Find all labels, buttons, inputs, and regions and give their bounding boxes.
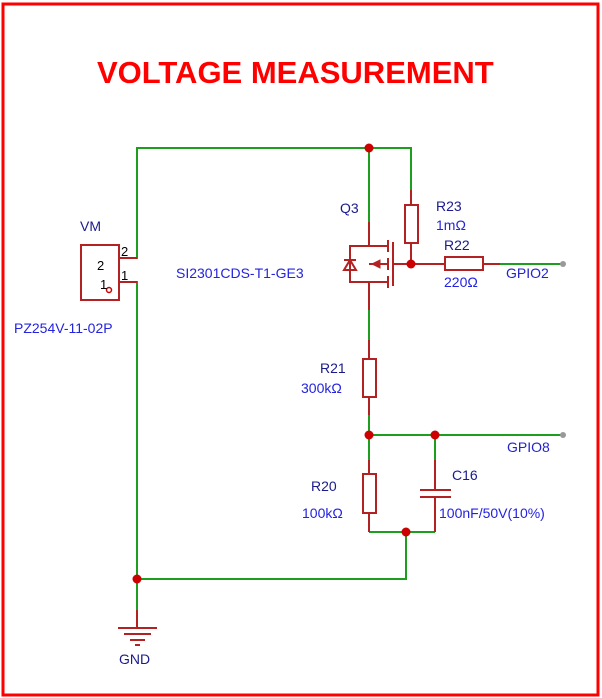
- schematic-title: VOLTAGE MEASUREMENT: [97, 55, 494, 90]
- connector-part: PZ254V-11-02P: [14, 320, 113, 336]
- junction-top: [364, 143, 374, 153]
- q3-diode-wire: [349, 245, 369, 283]
- junction-gate: [406, 259, 416, 269]
- gnd-net-label: GND: [119, 651, 150, 667]
- r21-designator: R21: [320, 360, 346, 376]
- r23-body: [404, 204, 419, 244]
- wire-vin-top: [124, 147, 412, 259]
- q3-designator: Q3: [340, 200, 359, 216]
- r20-body: [362, 473, 377, 514]
- resistor-r21[interactable]: [362, 340, 377, 415]
- r22-value: 220Ω: [444, 274, 478, 290]
- connector-vm[interactable]: [80, 244, 137, 301]
- pin1-marker: [105, 286, 113, 294]
- resistor-r20[interactable]: [362, 460, 377, 532]
- connector-pin-label-inner-2: 2: [97, 258, 104, 273]
- gpio2-net-label: GPIO2: [506, 265, 549, 281]
- connector-pin-label-outer-1: 1: [121, 268, 128, 283]
- connector-pin-label-inner-1: 1: [100, 277, 107, 292]
- connector-pin-label-outer-2: 2: [121, 244, 128, 259]
- gpio8-net-label: GPIO8: [507, 439, 550, 455]
- r23-designator: R23: [436, 198, 462, 214]
- r23-value: 1mΩ: [436, 217, 466, 233]
- resistor-r22[interactable]: [411, 256, 500, 271]
- r22-body: [444, 256, 484, 271]
- gnd-symbol: [118, 610, 157, 646]
- junction-mid: [364, 430, 374, 440]
- r20-designator: R20: [311, 478, 337, 494]
- capacitor-c16[interactable]: [420, 460, 451, 532]
- junction-bottom: [401, 527, 411, 537]
- connector-designator: VM: [80, 218, 101, 234]
- gpio2-endpoint: [560, 261, 566, 267]
- mosfet-q3[interactable]: [342, 222, 411, 310]
- junction-c16: [430, 430, 440, 440]
- r21-body: [362, 358, 377, 398]
- wire-gnd-rail: [137, 532, 407, 580]
- gpio8-endpoint: [560, 432, 566, 438]
- c16-designator: C16: [452, 467, 478, 483]
- q3-part: SI2301CDS-T1-GE3: [176, 265, 304, 281]
- q3-arrow: [370, 259, 381, 269]
- r21-value: 300kΩ: [301, 380, 342, 396]
- r22-designator: R22: [444, 237, 470, 253]
- junction-gnd: [132, 574, 142, 584]
- q3-diode-triangle: [342, 258, 358, 271]
- c16-value: 100nF/50V(10%): [439, 505, 545, 521]
- wire-pin1-gnd: [124, 281, 138, 612]
- connector-body: [80, 244, 120, 301]
- resistor-r23[interactable]: [404, 190, 419, 264]
- r20-value: 100kΩ: [302, 505, 343, 521]
